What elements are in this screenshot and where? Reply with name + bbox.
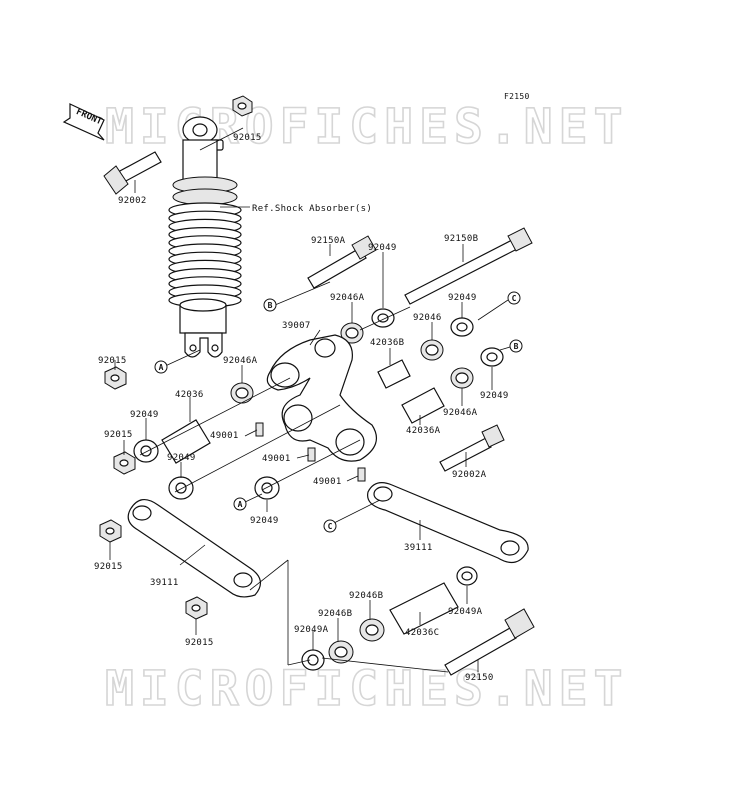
bolt-92150a (307, 235, 377, 289)
callout-p92015a: 92015 (233, 133, 262, 143)
bolt-92150 (444, 608, 535, 676)
ref-marker-a: A (233, 497, 247, 511)
bearing-92046 (420, 339, 444, 361)
washer-92049-1 (371, 308, 395, 328)
ref-marker-circle (509, 339, 523, 353)
nut-92015-left (104, 366, 127, 390)
callout-p92015d: 92015 (94, 562, 123, 572)
collar-42036 (161, 419, 211, 464)
bolt-92002 (103, 151, 162, 195)
grease-fitting-49001-2 (307, 447, 316, 462)
bearing-92046a-3 (230, 382, 254, 404)
callout-p92049f: 92049 (250, 516, 279, 526)
callout-p92049b: 92049 (448, 293, 477, 303)
bearing-92046b-1 (328, 640, 354, 664)
callout-p39111a: 39111 (150, 578, 179, 588)
bearing-92046b-2 (359, 618, 385, 642)
ref-marker-letter: A (159, 363, 164, 372)
callout-p92049d: 92049 (130, 410, 159, 420)
callout-p92049e: 92049 (167, 453, 196, 463)
washer-92049a-1 (301, 649, 325, 671)
ref-marker-c: C (507, 291, 521, 305)
callout-p92015e: 92015 (185, 638, 214, 648)
front-arrow-icon: FRONT (62, 103, 105, 141)
ref-marker-a: A (154, 360, 168, 374)
callout-p92049c: 92049 (480, 391, 509, 401)
callout-p92046b2: 92046B (318, 609, 352, 619)
ref-marker-c: C (323, 519, 337, 533)
ref-marker-b: B (263, 298, 277, 312)
watermark-bottom: MICROFICHES.NET (105, 661, 628, 717)
ref-marker-letter: C (328, 522, 333, 531)
nut-92015-rod (99, 519, 122, 543)
ref-marker-circle (323, 519, 337, 533)
washer-92049-2 (450, 317, 474, 337)
ref-marker-letter: C (512, 294, 517, 303)
ref-marker-circle (154, 360, 168, 374)
leader-lines (109, 127, 511, 673)
callout-p92150b: 92150B (444, 234, 478, 244)
tie-rod-39111-right (367, 482, 529, 564)
rocker-arm-39007 (266, 334, 378, 462)
callout-p92150: 92150 (465, 673, 494, 683)
nut-92015-lower-left (113, 451, 136, 475)
callout-p92002: 92002 (118, 196, 147, 206)
callout-p39007: 39007 (282, 321, 311, 331)
collar-42036b (377, 359, 411, 389)
nut-92015-top (232, 95, 253, 117)
callout-p42036b: 42036B (370, 338, 404, 348)
washer-92049-4 (133, 439, 159, 463)
callout-p42036: 42036 (175, 390, 204, 400)
collar-42036a (401, 387, 445, 424)
ref-marker-circle (233, 497, 247, 511)
ref-marker-letter: B (268, 301, 273, 310)
reference-note: Ref.Shock Absorber(s) (252, 204, 372, 214)
callout-p39111b: 39111 (404, 543, 433, 553)
grease-fitting-49001-1 (255, 422, 264, 437)
bolt-92150b (404, 227, 533, 305)
callout-p92046a3: 92046A (443, 408, 478, 418)
callout-p92049a3: 92049A (448, 607, 483, 617)
ref-marker-circle (263, 298, 277, 312)
ref-marker-circle (507, 291, 521, 305)
callout-p49001c: 49001 (313, 477, 342, 487)
shock-absorber-drawing (168, 116, 242, 358)
callout-p92049a2: 92049A (294, 625, 329, 635)
tie-rod-39111-left (127, 499, 261, 598)
callout-p49001a: 49001 (210, 431, 239, 441)
ref-marker-letter: B (514, 342, 519, 351)
callout-p92002a: 92002A (452, 470, 487, 480)
bolt-92002a (439, 424, 505, 472)
grease-fitting-49001-3 (357, 467, 366, 482)
bearing-92046a-2 (450, 367, 474, 389)
nut-92015-bottom (185, 596, 208, 620)
washer-92049-6 (254, 476, 280, 500)
callout-p92046a1: 92046A (330, 293, 365, 303)
washer-92049-5 (168, 476, 194, 500)
callout-p49001b: 49001 (262, 454, 291, 464)
callout-p92046a2: 92046A (223, 356, 258, 366)
collar-42036c (389, 582, 459, 635)
callout-p42036a: 42036A (406, 426, 441, 436)
washer-92049a-2 (456, 566, 478, 586)
callout-p92049a: 92049 (368, 243, 397, 253)
ref-marker-letter: A (238, 500, 243, 509)
washer-92049-3 (480, 347, 504, 367)
callout-p42036c: 42036C (405, 628, 439, 638)
callout-p92015c: 92015 (104, 430, 133, 440)
callout-p92150a: 92150A (311, 236, 346, 246)
callout-p92046b1: 92046B (349, 591, 383, 601)
ref-marker-b: B (509, 339, 523, 353)
callout-p92015b: 92015 (98, 356, 127, 366)
diagram-code: F2150 (504, 92, 530, 101)
callout-p92046: 92046 (413, 313, 442, 323)
